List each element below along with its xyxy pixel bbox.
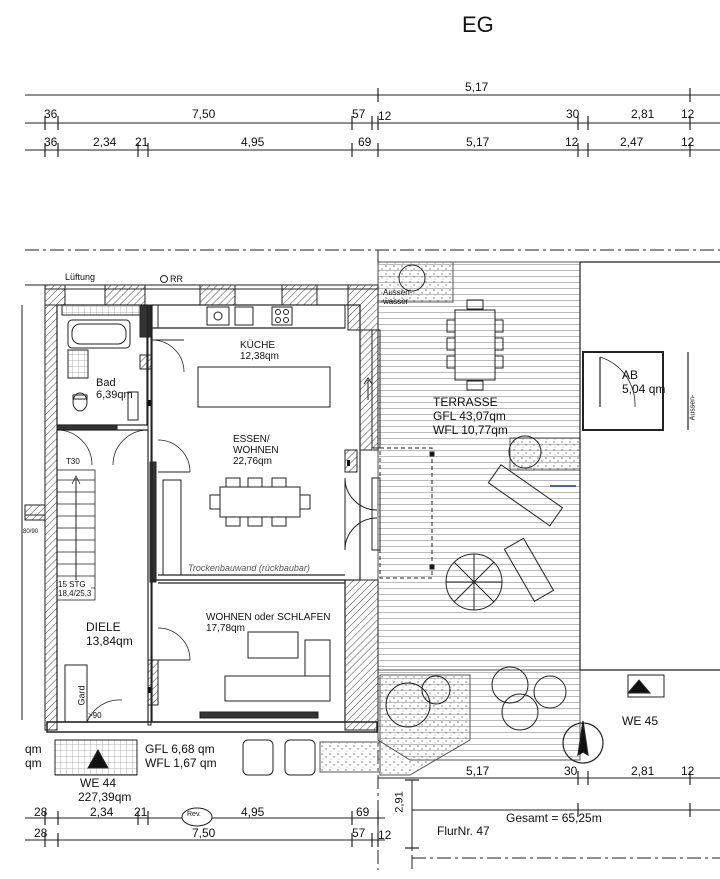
dim-label: 12 — [681, 764, 695, 778]
dim-label: 2,81 — [631, 764, 655, 778]
page-title: EG — [462, 12, 494, 37]
room-wfl: WFL 10,77qm — [433, 423, 508, 437]
dim-label: 36 — [44, 107, 58, 121]
room-name: DIELE — [86, 620, 121, 634]
room-name: AB — [622, 368, 639, 382]
dim-label: 21 — [134, 805, 148, 819]
dim-label: 12 — [681, 135, 695, 149]
compass — [562, 720, 604, 764]
gard-label: Gard — [76, 685, 87, 706]
dim-label: 4,95 — [241, 805, 265, 819]
dim-label: 2,47 — [620, 135, 644, 149]
dim-top-total: 5,17 — [465, 80, 489, 94]
partition-label: Trockenbauwand (rückbaubar) — [188, 563, 310, 573]
room-area: 13,84qm — [86, 634, 133, 648]
room-kueche: KÜCHE 12,38qm — [240, 340, 279, 362]
room-gfl: GFL 43,07qm — [433, 409, 506, 423]
dim-label: 12 — [378, 109, 392, 123]
room-name: TERRASSE — [433, 395, 498, 409]
dim-label: 5,17 — [466, 135, 490, 149]
dim-label: 12 — [681, 107, 695, 121]
qm-label: qm — [25, 742, 42, 756]
room-name: WOHNEN oder SCHLAFEN — [206, 612, 331, 623]
dim-vertical: 2,91 — [393, 791, 406, 813]
stair-label: 15 STG 18,4/25,3 — [58, 580, 92, 598]
dim-label: 12 — [378, 828, 392, 842]
dim-label: 21 — [135, 135, 149, 149]
room-essen: ESSEN/ WOHNEN 22,76qm — [233, 434, 279, 467]
room-wohnen: WOHNEN oder SCHLAFEN 17,78qm — [206, 612, 330, 634]
unit-we44: WE 44 — [80, 776, 117, 790]
revision-marker: Rev. — [187, 811, 201, 818]
dim-label: 12 — [565, 135, 579, 149]
dim-label: 30 — [564, 764, 578, 778]
lueftung-label: Lüftung — [65, 272, 96, 282]
dim-label: 28 — [34, 826, 48, 840]
entry-wfl: WFL 1,67 qm — [145, 756, 217, 770]
dim-label: 57 — [352, 826, 366, 840]
side-label-right: Aussen- — [689, 394, 697, 421]
parcel-number: FlurNr. 47 — [437, 824, 490, 838]
door-width-label: >90 — [88, 711, 102, 720]
room-terrasse: TERRASSE GFL 43,07qm WFL 10,77qm — [433, 395, 508, 437]
top-dimension-lines — [25, 88, 720, 157]
dim-label: 69 — [358, 135, 372, 149]
rr-label: RR — [170, 274, 183, 284]
dim-label: 5,17 — [466, 764, 490, 778]
room-bad: Bad 6,39qm — [96, 377, 133, 401]
entry-gfl: GFL 6,68 qm — [145, 742, 215, 756]
dim-label: 7,50 — [192, 107, 216, 121]
aussenwasser-label: Aussen- wasser — [383, 288, 413, 306]
qm-label: qm — [25, 756, 42, 770]
room-ab: AB 5,04 qm — [622, 368, 665, 396]
side-label-left: 80/90 — [23, 529, 39, 535]
unit-we44-area: 227,39qm — [78, 790, 132, 804]
total-length: Gesamt = 65,25m — [506, 811, 602, 825]
room-name: ESSEN/ WOHNEN — [233, 434, 279, 456]
room-name: Bad — [96, 377, 116, 389]
dim-label: 30 — [566, 107, 580, 121]
t30-label: T30 — [66, 457, 80, 466]
dim-label: 4,95 — [241, 135, 265, 149]
room-name: KÜCHE — [240, 340, 276, 351]
dim-label: 36 — [44, 135, 58, 149]
dim-label: 28 — [34, 805, 48, 819]
dim-label: 2,81 — [631, 107, 655, 121]
room-area: 12,38qm — [240, 351, 279, 362]
room-diele: DIELE 13,84qm — [86, 620, 133, 648]
room-area: 22,76qm — [233, 456, 272, 467]
dim-label: 7,50 — [192, 826, 216, 840]
dim-label: 2,34 — [93, 135, 117, 149]
room-area: 5,04 qm — [622, 382, 666, 396]
dim-label: 2,34 — [90, 805, 114, 819]
dim-label: 57 — [352, 107, 366, 121]
room-area: 6,39qm — [96, 389, 133, 401]
dim-label: 69 — [356, 805, 370, 819]
room-area: 17,78qm — [206, 623, 245, 634]
unit-we45: WE 45 — [622, 714, 659, 728]
